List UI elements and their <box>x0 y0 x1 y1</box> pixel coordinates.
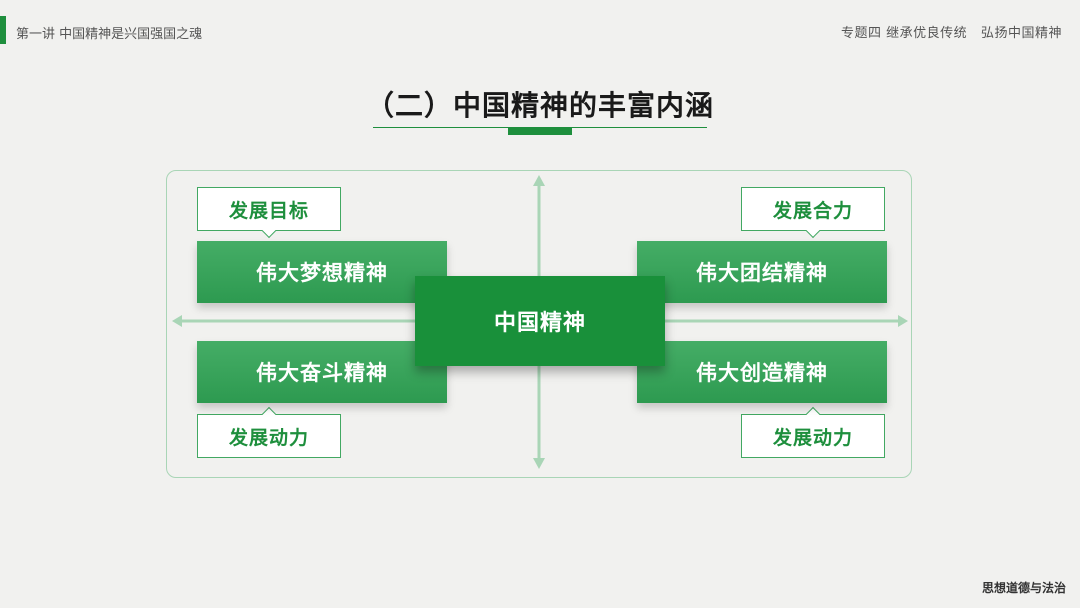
course-name: 思想道德与法治 <box>981 581 1066 595</box>
role-label-text: 发展目标 <box>228 199 309 222</box>
accent-bar <box>0 16 6 44</box>
role-label-bottom-left: 发展动力 <box>197 406 341 458</box>
topic-title: 专题四 继承优良传统 弘扬中国精神 <box>840 26 1062 41</box>
role-label-bottom-right: 发展动力 <box>741 406 885 458</box>
lecture-title: 第一讲 中国精神是兴国强国之魂 <box>16 27 203 42</box>
spirit-box-bottom-left: 伟大奋斗精神 <box>197 341 447 403</box>
role-label-top-left: 发展目标 <box>197 187 341 239</box>
center-box: 中国精神 <box>415 276 665 366</box>
diagram-frame <box>166 170 912 478</box>
spirit-box-top-right: 伟大团结精神 <box>637 241 887 303</box>
slide-title: （二）中国精神的丰富内涵 <box>365 89 714 122</box>
role-label-text: 发展动力 <box>228 426 309 449</box>
spirit-box-bottom-right: 伟大创造精神 <box>637 341 887 403</box>
role-label-text: 发展合力 <box>772 199 853 222</box>
title-accent-bar <box>508 127 572 135</box>
spirit-box-top-left: 伟大梦想精神 <box>197 241 447 303</box>
role-label-top-right: 发展合力 <box>741 187 885 239</box>
role-label-text: 发展动力 <box>772 426 853 449</box>
